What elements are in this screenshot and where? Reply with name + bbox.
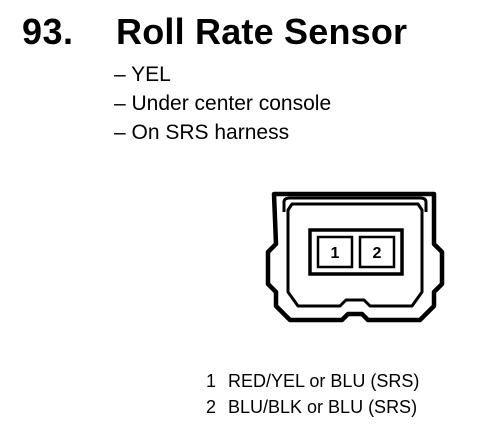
note-location: – Under center console — [114, 92, 332, 115]
pinout-wire-description: RED/YEL or BLU (SRS) — [228, 371, 420, 391]
pin-2-cavity — [358, 235, 396, 269]
pinout-row: 2 BLU/BLK or BLU (SRS) — [206, 394, 419, 420]
pinout-wire-description: BLU/BLK or BLU (SRS) — [228, 397, 418, 417]
notes-list: – YEL – Under center console – On SRS ha… — [114, 60, 331, 147]
connector-housing — [265, 191, 445, 323]
pinout-pin-number: 2 — [206, 397, 217, 417]
pinout-row: 1 RED/YEL or BLU (SRS) — [206, 368, 419, 394]
page-title: 93. Roll Rate Sensor — [22, 10, 492, 54]
note-color: – YEL — [114, 63, 171, 86]
connector-latch — [282, 196, 428, 212]
connector-svg: 1 2 — [265, 191, 445, 323]
item-number: 93. — [22, 11, 74, 52]
pin-1-cavity — [316, 235, 354, 269]
note-harness: – On SRS harness — [114, 121, 290, 144]
connector-diagram: 1 2 — [262, 188, 448, 330]
component-title: Roll Rate Sensor — [116, 11, 408, 52]
pinout-list: 1 RED/YEL or BLU (SRS) 2 BLU/BLK or BLU (S… — [206, 368, 419, 420]
pinout-pin-number: 1 — [206, 371, 217, 391]
pin-1-label: 1 — [331, 245, 340, 262]
connector-inner-outline — [286, 202, 424, 308]
pin-2-label: 2 — [373, 245, 382, 262]
pin-cavity-frame — [308, 228, 404, 276]
